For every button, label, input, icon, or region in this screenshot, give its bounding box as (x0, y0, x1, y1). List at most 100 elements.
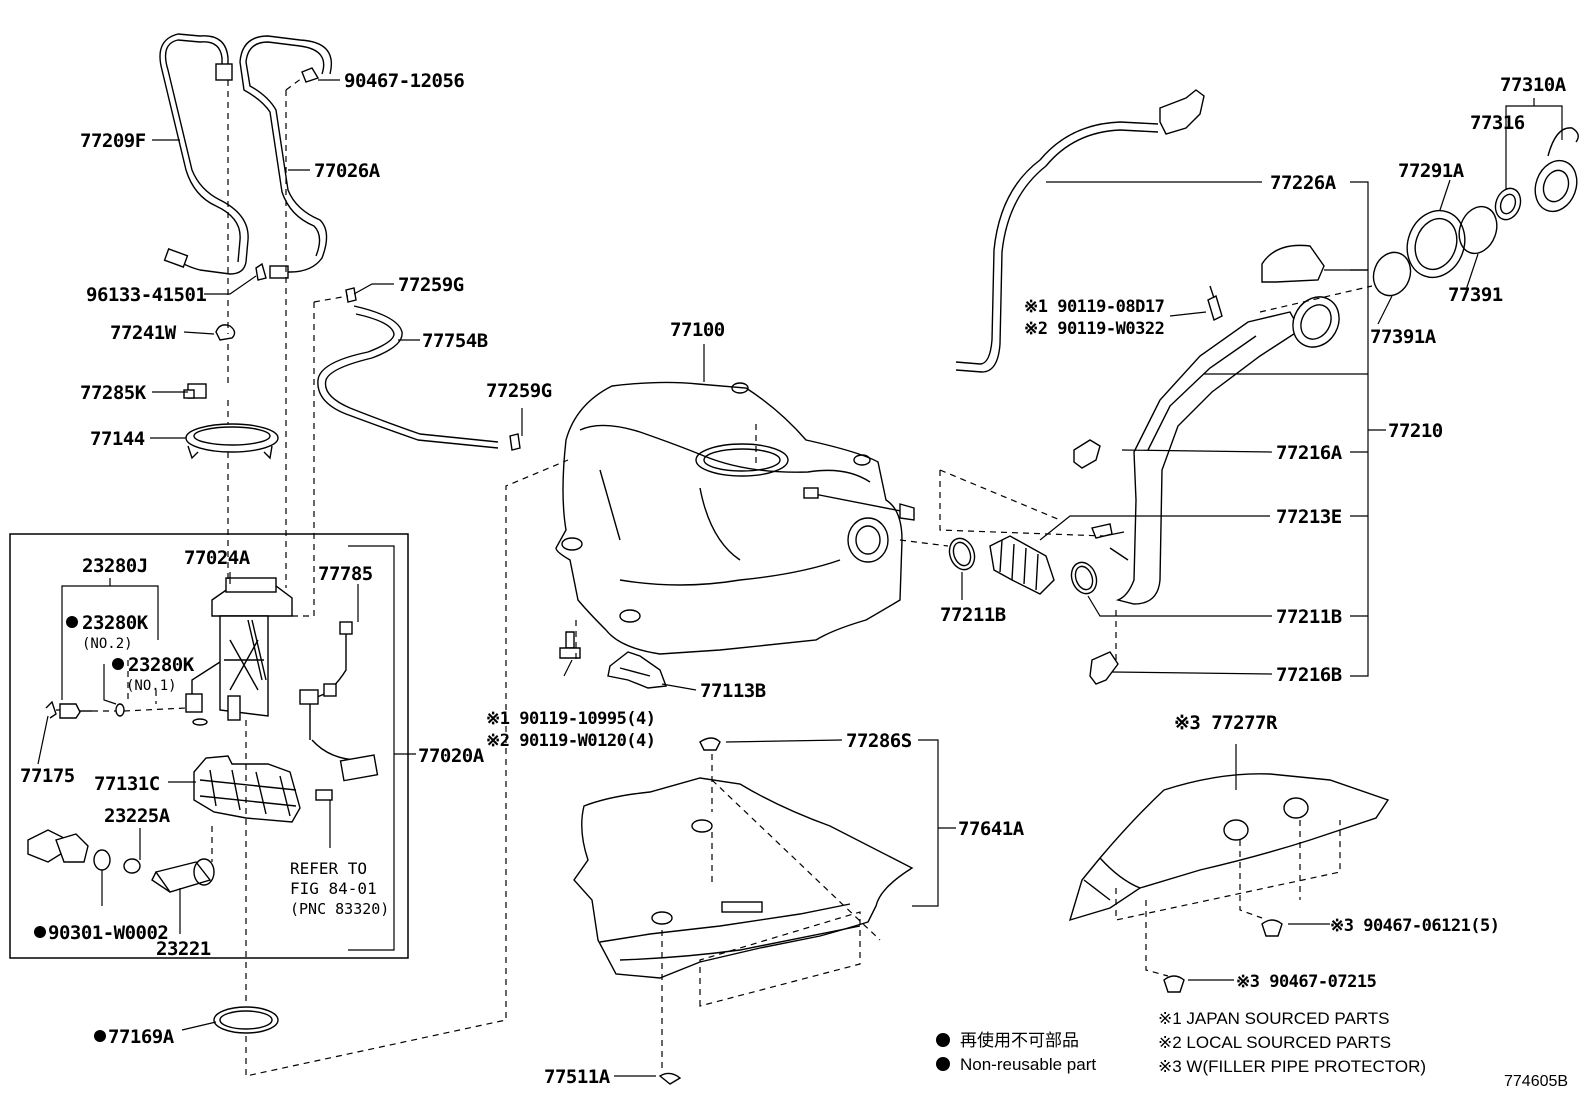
hose-77213E (989, 535, 1055, 595)
label-77511A: 77511A (544, 1066, 611, 1088)
fuel-sender-77785 (299, 621, 379, 801)
label-90467-07215: ※3 90467-07215 (1236, 972, 1377, 992)
connector-77175 (45, 700, 125, 719)
label-77259G-top: 77259G (398, 274, 464, 296)
label-90467-12056: 90467-12056 (344, 70, 464, 92)
legend: 再使用不可部品 Non-reusable part ※1 JAPAN SOURC… (960, 1009, 1426, 1076)
bolt-filler (1207, 285, 1223, 321)
clamp-77211B-left (948, 537, 976, 571)
label-77226A: 77226A (1270, 172, 1337, 194)
legend-nonreuse-en: Non-reusable part (960, 1055, 1096, 1074)
label-77391A: 77391A (1370, 326, 1437, 348)
label-no1: (NO.1) (126, 678, 177, 694)
clip-90467-12056 (301, 67, 320, 83)
label-77285K: 77285K (80, 382, 147, 404)
filler-pipe-77210 (1091, 296, 1340, 605)
guide-lines (56, 77, 1373, 1077)
label-96133-41501: 96133-41501 (86, 284, 206, 306)
clip-77285K (183, 383, 207, 399)
label-77259G-mid: 77259G (486, 380, 552, 402)
gasket-77169A (213, 1006, 279, 1034)
pipe-77026A (239, 35, 332, 279)
leader-lines (37, 79, 1563, 1077)
label-bolt-tank-2: ※2 90119-W0120(4) (486, 731, 656, 751)
clip-96133-41501 (255, 262, 267, 281)
label-77213E: 77213E (1276, 506, 1342, 528)
under-cover-77641A (573, 777, 914, 979)
bracket-77216A (1073, 439, 1101, 469)
part-labels: 77209F 90467-12056 77026A 96133-41501 77… (20, 70, 1567, 1088)
label-77641A: 77641A (958, 818, 1025, 840)
pipe-77209F (159, 33, 249, 275)
label-23225A: 23225A (104, 805, 171, 827)
legend-note-3: ※3 W(FILLER PIPE PROTECTOR) (1158, 1057, 1426, 1076)
label-77210: 77210 (1388, 420, 1443, 442)
diagram-id: 774605B (1504, 1073, 1568, 1090)
fuel-cap-77310A (1534, 127, 1579, 213)
clip-77286S (699, 737, 721, 751)
label-77131C: 77131C (94, 773, 160, 795)
label-77291A: 77291A (1398, 160, 1465, 182)
label-77026A: 77026A (314, 160, 381, 182)
o-ring-90301-W0002 (93, 849, 111, 871)
label-no2: (NO.2) (82, 636, 133, 652)
label-77211B-left: 77211B (940, 604, 1006, 626)
clip-77241W (215, 324, 236, 341)
clip-90467-07215 (1163, 975, 1185, 993)
tank-bolt (559, 631, 581, 659)
label-90467-06121: ※3 90467-06121(5) (1330, 916, 1500, 936)
label-77785: 77785 (318, 563, 373, 585)
label-77175: 77175 (20, 765, 75, 787)
label-77216B: 77216B (1276, 664, 1342, 686)
ring-77144 (185, 423, 279, 460)
frame-77131C (193, 755, 301, 823)
label-77391: 77391 (1448, 284, 1503, 306)
ring-77316 (1494, 187, 1522, 221)
gasket-77391 (1458, 205, 1498, 255)
legend-note-1: ※1 JAPAN SOURCED PARTS (1158, 1009, 1390, 1028)
clamp-77211B-right (1070, 561, 1098, 595)
label-77216A: 77216A (1276, 442, 1343, 464)
bracket-77113B (607, 651, 667, 689)
hose-77754B (317, 287, 521, 451)
label-bolt-tank-1: ※1 90119-10995(4) (486, 709, 656, 729)
label-77144: 77144 (90, 428, 145, 450)
label-77020A: 77020A (418, 745, 485, 767)
ring-23225A (123, 858, 141, 874)
label-77169A: 77169A (108, 1026, 175, 1048)
fuel-pump-assembly-box (9, 533, 409, 959)
label-77024A: 77024A (184, 547, 251, 569)
label-bolt-filler-1: ※1 90119-08D17 (1024, 297, 1164, 317)
breather-pipe-77226A (955, 89, 1205, 373)
protector-77277R-top (1261, 244, 1325, 283)
label-77277R: ※3 77277R (1174, 712, 1278, 734)
refer-line-3: (PNC 83320) (290, 900, 389, 918)
label-77286S: 77286S (846, 730, 912, 752)
label-77100: 77100 (670, 319, 725, 341)
label-90301-W0002: 90301-W0002 (48, 922, 168, 944)
legend-note-2: ※2 LOCAL SOURCED PARTS (1158, 1033, 1391, 1052)
fuel-tank-77100 (555, 381, 915, 655)
label-77113B: 77113B (700, 680, 766, 702)
gasket-77391A (1372, 251, 1412, 297)
non-reusable-markers (34, 616, 950, 1071)
label-77310A: 77310A (1500, 74, 1567, 96)
label-23280K-no1: 23280K (128, 654, 195, 676)
ring-77291A (1406, 209, 1466, 279)
bracket-77216B (1089, 651, 1119, 685)
pump-assembly-77024A (185, 577, 293, 726)
label-77211B-right: 77211B (1276, 606, 1342, 628)
legend-nonreuse-jp: 再使用不可部品 (960, 1030, 1079, 1050)
label-77754B: 77754B (422, 330, 488, 352)
refer-line-2: FIG 84-01 (290, 879, 377, 898)
clip-90467-06121 (1261, 919, 1283, 937)
label-23221: 23221 (156, 938, 211, 960)
label-23280J: 23280J (82, 555, 148, 577)
label-77209F: 77209F (80, 130, 146, 152)
refer-line-1: REFER TO (290, 859, 367, 878)
label-bolt-filler-2: ※2 90119-W0322 (1024, 319, 1164, 339)
label-77316: 77316 (1470, 112, 1525, 134)
protector-77277R (1068, 773, 1390, 922)
pump-connector-part (27, 829, 89, 863)
